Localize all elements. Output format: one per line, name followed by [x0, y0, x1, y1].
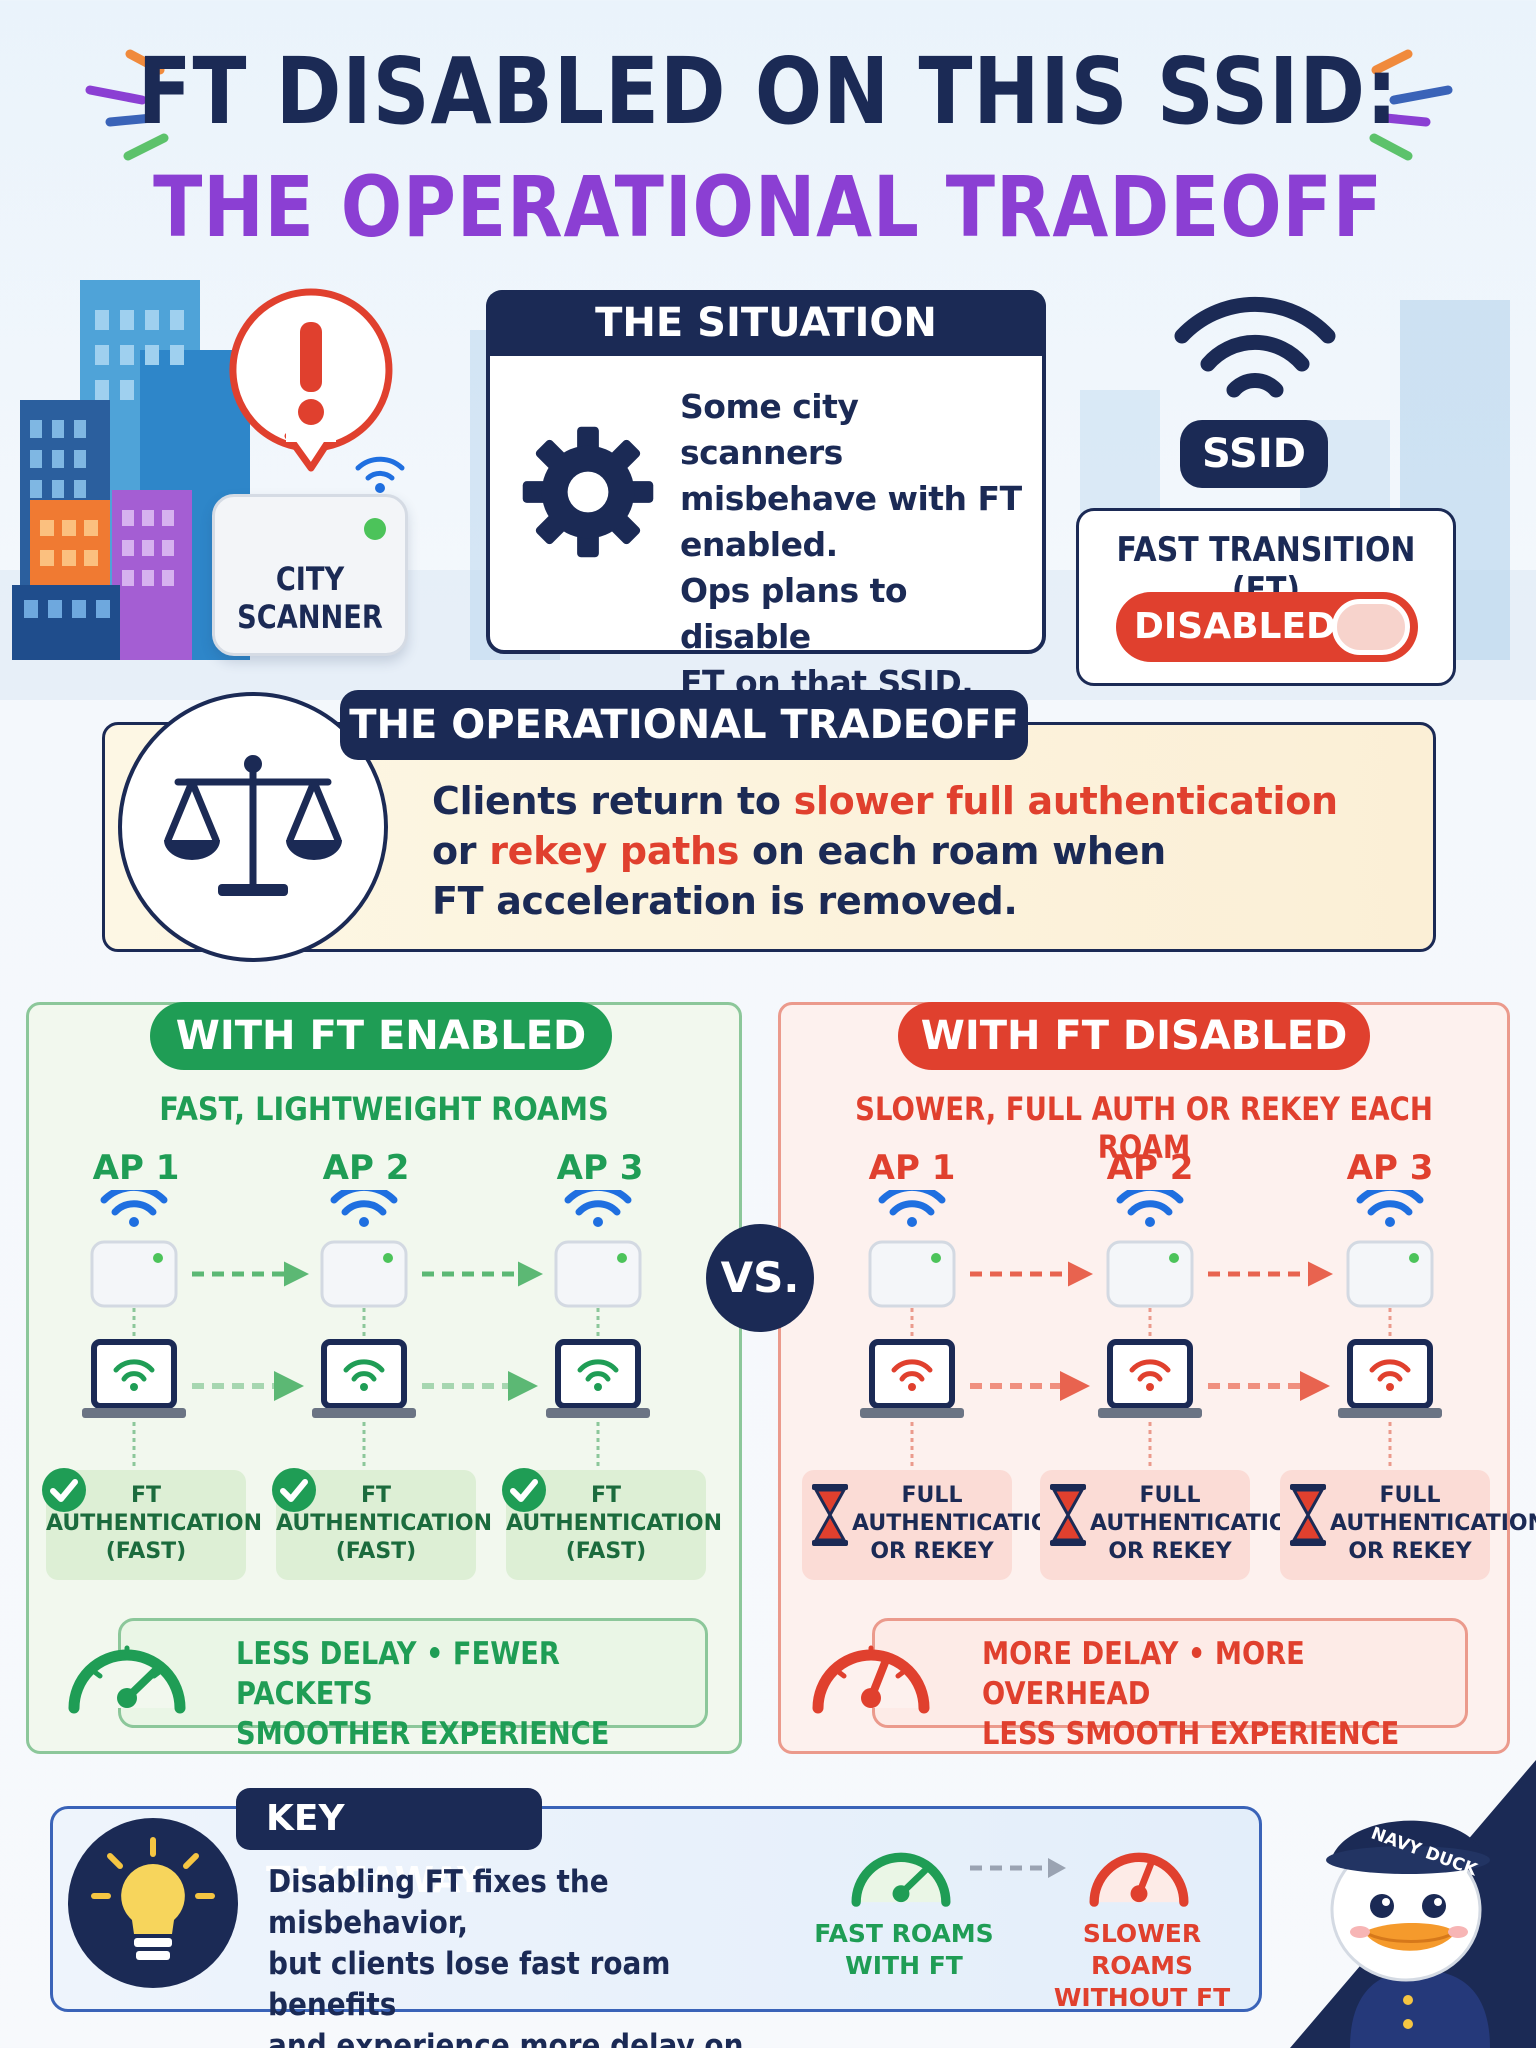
gear-icon [522, 426, 654, 558]
hourglass-icon [1290, 1484, 1326, 1546]
speedometer-slow-icon [812, 1645, 930, 1714]
speedometer-fast-icon [851, 1852, 951, 1907]
fast-transition-label: FAST TRANSITION (FT) [1116, 530, 1416, 610]
key-takeaway-text: Disabling FT fixes the misbehavior, but … [268, 1864, 744, 2048]
ft-disabled-summary [872, 1618, 1468, 1728]
arrow-right-icon [970, 1858, 1066, 1878]
disabled-ap3-label: AP 3 [1346, 1148, 1434, 1188]
left-burst-decoration [85, 49, 169, 161]
navy-duck-mascot [1290, 1760, 1536, 2048]
disabled-ap1-label: AP 1 [868, 1148, 956, 1188]
enabled-ap3-label: AP 3 [556, 1148, 644, 1188]
ft-disabled-roaming-diagram [778, 1190, 1510, 1470]
fast-roams-label: FAST ROAMS WITH FT [814, 1919, 994, 1980]
ft-toggle-label: DISABLED [1134, 606, 1336, 647]
slow-roams-label: SLOWER ROAMS WITHOUT FT [1053, 1919, 1231, 2012]
check-icon [502, 1468, 546, 1512]
right-burst-decoration [1369, 49, 1453, 161]
ft-enabled-subheading: FAST, LIGHTWEIGHT ROAMS [159, 1090, 609, 1128]
ft-enabled-heading: WITH FT ENABLED [150, 1002, 612, 1070]
scanner-wifi-icon [355, 456, 405, 493]
ft-enabled-summary [118, 1618, 708, 1728]
enabled-ap2-label: AP 2 [322, 1148, 410, 1188]
ft-disabled-heading: WITH FT DISABLED [898, 1002, 1370, 1070]
alert-speech-bubble-icon [229, 288, 393, 472]
page-subtitle: THE OPERATIONAL TRADEOFF [153, 158, 1383, 256]
hourglass-icon [812, 1484, 848, 1546]
situation-text: Some city scanners misbehave with FT ena… [680, 387, 1022, 702]
hourglass-icon [1050, 1484, 1086, 1546]
check-icon [272, 1468, 316, 1512]
ft-enabled-roaming-diagram [26, 1190, 742, 1470]
ssid-badge: SSID [1180, 420, 1328, 488]
speedometer-slow-icon [1089, 1852, 1189, 1907]
tradeoff-text: Clients return to slower full authentica… [432, 779, 1338, 923]
ft-enabled-summary-text: LESS DELAY • FEWER PACKETS SMOOTHER EXPE… [236, 1636, 610, 1752]
city-scanner-label: CITY SCANNER [237, 560, 383, 636]
ft-disabled-subheading: SLOWER, FULL AUTH OR REKEY EACH ROAM [855, 1090, 1433, 1166]
disabled-ap2-label: AP 2 [1106, 1148, 1194, 1188]
versus-badge: VS. [706, 1224, 814, 1332]
ft-disabled-summary-text: MORE DELAY • MORE OVERHEAD LESS SMOOTH E… [982, 1636, 1400, 1752]
balance-scale-icon [164, 755, 342, 896]
lightbulb-icon [91, 1837, 215, 1960]
key-takeaway-heading: KEY TAKEAWAY [236, 1788, 542, 1901]
situation-heading: THE SITUATION [486, 290, 1046, 356]
scanner-status-led [364, 518, 386, 540]
check-icon [42, 1468, 86, 1512]
enabled-ap1-label: AP 1 [92, 1148, 180, 1188]
tradeoff-heading: THE OPERATIONAL TRADEOFF [340, 690, 1028, 760]
ssid-wifi-icon [1174, 296, 1336, 398]
speedometer-fast-icon [68, 1645, 186, 1714]
ft-toggle-knob[interactable] [1332, 599, 1410, 655]
page-title: FT DISABLED ON THIS SSID: [137, 38, 1399, 145]
